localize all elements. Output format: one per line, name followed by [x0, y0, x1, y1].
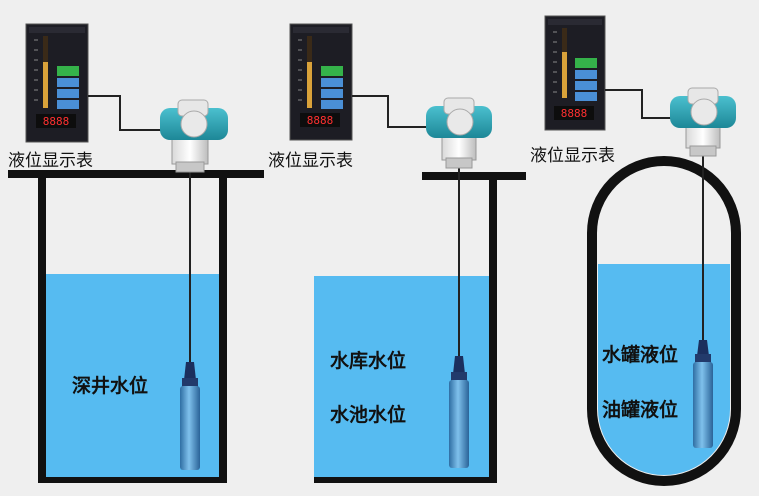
- well-probe-icon: [180, 362, 200, 470]
- level-display-meter-3: 8888: [544, 15, 606, 131]
- scene-tank: [587, 155, 741, 486]
- level-display-meter-1: 8888: [25, 23, 89, 143]
- reservoir-level-label: 水库水位: [330, 350, 407, 372]
- transmitter-head-icon-3: [670, 87, 736, 157]
- reservoir-bottom: [314, 477, 497, 483]
- well-level-label: 深井水位: [72, 375, 149, 397]
- display-label-3: 液位显示表: [530, 146, 615, 166]
- svg-text:8888: 8888: [561, 107, 588, 120]
- signal-wire-1: [88, 95, 165, 131]
- scene-reservoir: [314, 162, 526, 483]
- svg-text:8888: 8888: [307, 114, 334, 127]
- signal-wire-2: [352, 95, 428, 128]
- svg-text:8888: 8888: [43, 115, 70, 128]
- pond-level-label: 水池水位: [330, 404, 407, 426]
- tank-probe-icon: [693, 340, 713, 448]
- tank-shell: [587, 156, 741, 486]
- signal-wire-3: [605, 89, 676, 119]
- well-left-wall: [38, 176, 46, 482]
- water-tank-level-label: 水罐液位: [602, 344, 679, 366]
- scene-deep-well: [8, 165, 264, 483]
- reservoir-probe-icon: [449, 356, 469, 468]
- well-right-wall: [219, 176, 227, 482]
- well-cover: [8, 170, 264, 178]
- display-label-1: 液位显示表: [8, 151, 93, 171]
- reservoir-cover: [422, 172, 526, 180]
- level-display-meter-2: 8888: [289, 23, 353, 141]
- transmitter-head-icon-2: [426, 97, 492, 169]
- transmitter-head-icon-1: [160, 99, 228, 173]
- display-label-2: 液位显示表: [268, 151, 353, 171]
- well-bottom: [38, 477, 227, 483]
- oil-tank-level-label: 油罐液位: [602, 399, 679, 421]
- reservoir-right-wall: [489, 177, 497, 482]
